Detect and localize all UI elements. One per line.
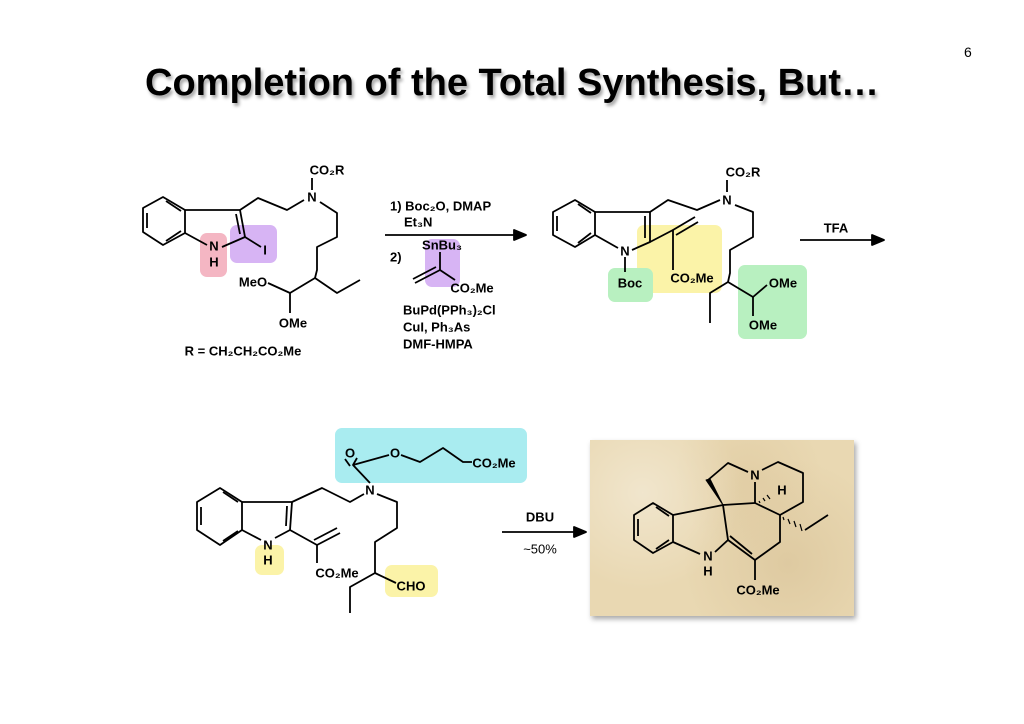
c2-co2r-label: CO₂R (725, 164, 761, 180)
c3-indole-n-label: N (263, 537, 273, 553)
c1-ome-label: OMe (278, 315, 308, 331)
step1-copper: CuI, Ph₃As (403, 319, 471, 335)
step1-reagent-line1: 1) Boc₂O, DMAP (390, 198, 492, 214)
step1-catalyst: BuPd(PPh₃)₂Cl (403, 302, 496, 318)
product-indoline-n-label: N (703, 548, 713, 564)
compound-3-bonds (196, 447, 472, 613)
boc-highlight (608, 268, 653, 302)
product-h-label: H (777, 482, 787, 498)
product-co2me-label: CO₂Me (736, 582, 780, 598)
step3-reagent: DBU (525, 509, 555, 525)
arrow-step-1 (385, 229, 527, 284)
slide-title: Completion of the Total Synthesis, But… (145, 62, 879, 104)
c3-ester-o-label: O (389, 445, 401, 461)
c1-meo-label: MeO (238, 274, 268, 290)
c1-iodo-label: I (263, 242, 267, 258)
c3-carbonyl-o-label: O (344, 445, 356, 461)
compound-2-bonds (552, 180, 768, 323)
product-bonds (633, 461, 829, 580)
step3-yield: ~50% (523, 541, 557, 557)
c3-cho-label: CHO (396, 578, 426, 594)
product-indoline-h-label: H (703, 563, 713, 579)
page-number: 6 (964, 44, 972, 60)
c1-amine-n-label: N (307, 189, 317, 205)
product-n-label: N (750, 467, 760, 483)
c3-co2me-label: CO₂Me (315, 565, 359, 581)
c1-r-definition: R = CH₂CH₂CO₂Me (184, 343, 302, 359)
c1-indole-h-label: H (209, 254, 219, 270)
step1-solvent: DMF-HMPA (403, 336, 473, 352)
step1-stannane-label: SnBu₃ (422, 237, 462, 253)
c1-co2r-label: CO₂R (309, 162, 345, 178)
c1-indole-n-label: N (209, 238, 219, 254)
arrow-step-3 (502, 526, 587, 538)
c2-amine-n-label: N (722, 192, 732, 208)
acetal-highlight (738, 265, 807, 339)
c3-chain-co2me-label: CO₂Me (472, 455, 516, 471)
nh-highlight-2 (255, 545, 284, 575)
step1-ester-label: CO₂Me (450, 280, 494, 296)
step2-reagent: TFA (823, 220, 849, 236)
c2-co2me-label: CO₂Me (670, 270, 714, 286)
c2-indole-n-label: N (620, 243, 630, 259)
c3-indole-h-label: H (263, 552, 273, 568)
c3-amine-n-label: N (365, 482, 375, 498)
step1-reagent-line2: Et₃N (404, 214, 433, 230)
compound-1-bonds (142, 178, 361, 313)
nh-highlight (200, 233, 227, 277)
c2-ome1-label: OMe (768, 275, 798, 291)
arrow-step-2 (800, 234, 885, 246)
c2-boc-label: Boc (617, 275, 643, 291)
iodide-highlight (230, 225, 277, 263)
step1-reagent-line3: 2) (390, 249, 402, 265)
c2-ome2-label: OMe (748, 317, 778, 333)
